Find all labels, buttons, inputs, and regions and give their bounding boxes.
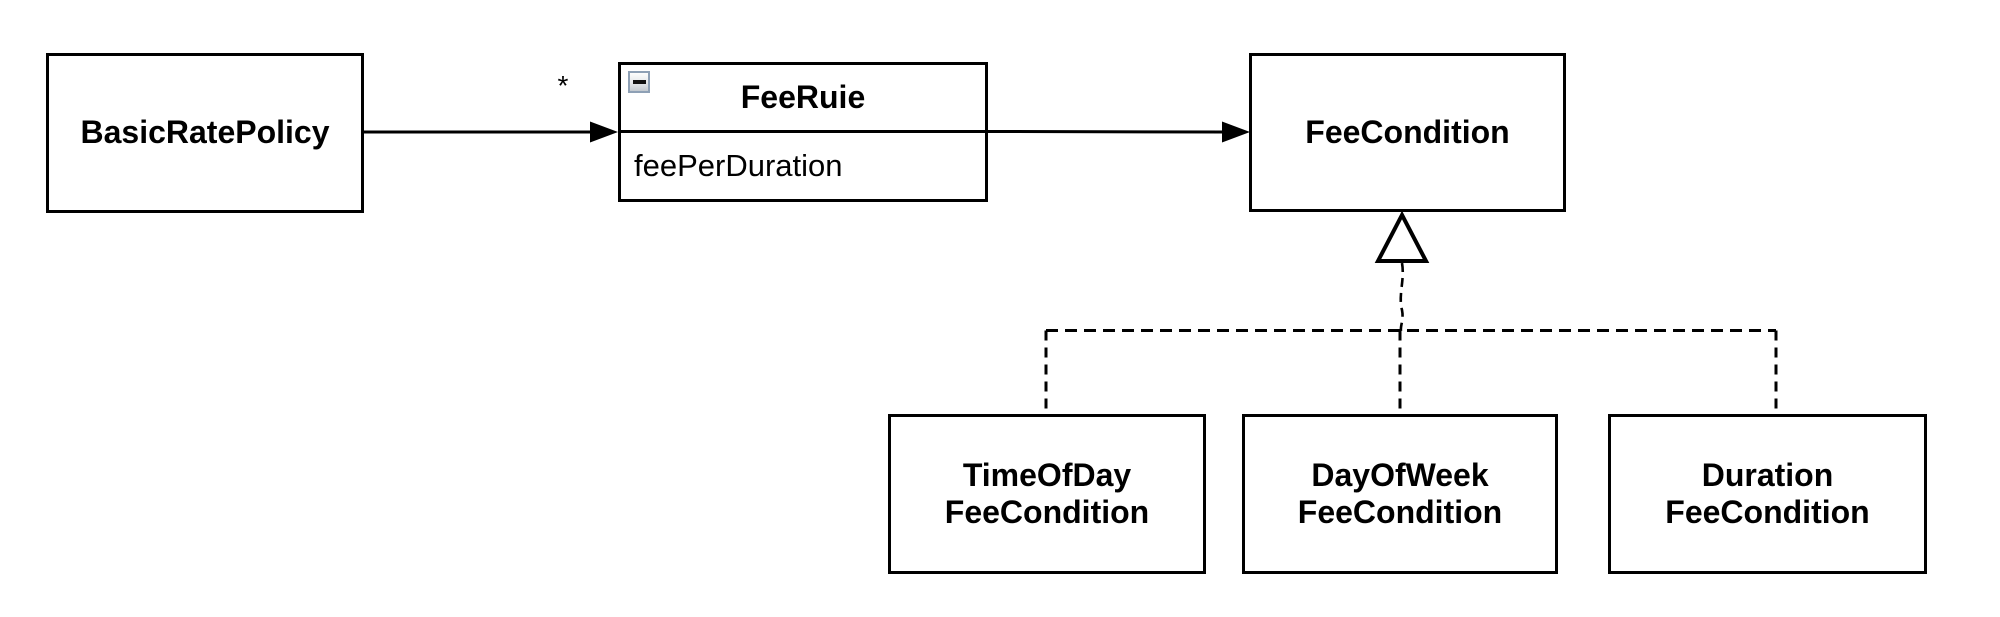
minus-glyph <box>632 80 646 84</box>
class-name-label: FeeCondition <box>1305 113 1510 150</box>
class-basicratepolicy[interactable]: BasicRatePolicy <box>46 53 364 213</box>
class-attribute-compartment: feePerDuration <box>621 133 985 199</box>
class-name-label: FeeRuie <box>740 78 866 115</box>
multiplicity-label: * <box>557 70 569 101</box>
attribute-label: feePerDuration <box>634 148 843 183</box>
class-feerule[interactable]: FeeRuie feePerDuration <box>618 62 988 202</box>
arrowhead-icon <box>1222 121 1250 143</box>
class-feecondition[interactable]: FeeCondition <box>1249 53 1566 212</box>
class-name-label: Duration FeeCondition <box>1665 456 1870 530</box>
generalization-triangle-icon <box>1374 210 1430 263</box>
arrowhead-icon <box>590 121 618 143</box>
class-name-label: TimeOfDay FeeCondition <box>944 456 1150 530</box>
class-name-label: DayOfWeek FeeCondition <box>1297 456 1503 530</box>
collapse-minus-icon[interactable] <box>628 71 650 93</box>
class-name-label: BasicRatePolicy <box>80 114 330 151</box>
generalization-stem-line[interactable] <box>1399 262 1405 332</box>
class-durationfeecondition[interactable]: Duration FeeCondition <box>1608 414 1927 574</box>
class-title-compartment: FeeRuie <box>621 65 985 133</box>
class-dayofweekfeecondition[interactable]: DayOfWeek FeeCondition <box>1242 414 1558 574</box>
class-timeofdayfeecondition[interactable]: TimeOfDay FeeCondition <box>888 414 1206 574</box>
association-feerule-to-feecondition[interactable] <box>987 130 1225 134</box>
